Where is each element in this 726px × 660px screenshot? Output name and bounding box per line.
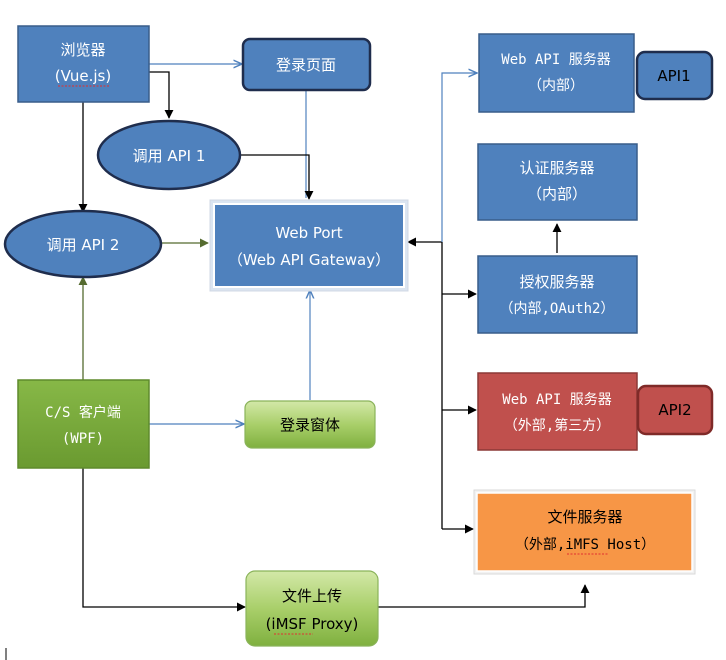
web-api-internal-sublabel: （内部） (528, 78, 584, 94)
node-auth-server: 认证服务器 （内部） (477, 143, 638, 221)
api1-tag-label: API1 (657, 67, 690, 85)
cs-client-sublabel: (WPF) (62, 431, 104, 447)
node-login-page: 登录页面 (241, 37, 372, 92)
node-call-api-2: 调用 API 2 (3, 209, 163, 279)
auth-server-sublabel: （内部） (527, 185, 587, 203)
file-upload-sublabel: (iMSF Proxy) (266, 615, 359, 633)
node-authz-server: 授权服务器 （内部,OAuth2） (477, 255, 638, 334)
node-api1-tag: API1 (635, 50, 714, 101)
auth-server-label: 认证服务器 (519, 159, 594, 177)
file-upload-label: 文件上传 (282, 587, 342, 605)
authz-server-sublabel: （内部,OAuth2） (499, 301, 614, 317)
node-web-api-external: Web API 服务器 （外部,第三方） (477, 372, 638, 451)
file-server-sublabel: （外部,iMFS Host） (515, 537, 655, 553)
browser-sublabel: (Vue.js) (55, 67, 111, 85)
node-file-server: 文件服务器 （外部,iMFS Host） (473, 489, 696, 575)
connector-backbone-web-api-internal (441, 73, 477, 242)
connectors (78, 64, 590, 612)
connector-file-upload-file-server (378, 584, 590, 608)
node-call-api-1: 调用 API 1 (96, 119, 242, 191)
connector-browser-call-api-1 (149, 71, 174, 119)
node-cs-client: C/S 客户端 (WPF) (17, 379, 150, 469)
browser-label: 浏览器 (60, 41, 105, 59)
node-web-api-internal: Web API 服务器 （内部） (478, 33, 635, 113)
connector-cs-client-file-upload (82, 468, 246, 612)
web-port-label: Web Port (275, 224, 342, 242)
call-api-1-label: 调用 API 1 (133, 147, 206, 165)
node-browser: 浏览器 (Vue.js) (17, 25, 150, 103)
authz-server-label: 授权服务器 (519, 273, 594, 291)
login-page-label: 登录页面 (276, 56, 336, 74)
node-file-upload: 文件上传 (iMSF Proxy) (245, 570, 379, 647)
node-login-window: 登录窗体 (244, 400, 376, 449)
web-api-internal-label: Web API 服务器 (501, 52, 610, 68)
api2-tag-label: API2 (658, 401, 691, 419)
call-api-2-label: 调用 API 2 (47, 236, 120, 254)
file-server-label: 文件服务器 (547, 508, 622, 526)
web-port-sublabel: （Web API Gateway） (228, 251, 390, 269)
web-api-external-sublabel: （外部,第三方） (504, 417, 610, 434)
connector-call-api-1-web-port (239, 154, 314, 200)
node-web-port: Web Port （Web API Gateway） (209, 199, 409, 292)
cs-client-label: C/S 客户端 (45, 404, 121, 421)
node-api2-tag: API2 (636, 384, 714, 436)
web-api-external-label: Web API 服务器 (502, 392, 611, 408)
login-window-label: 登录窗体 (280, 416, 340, 434)
